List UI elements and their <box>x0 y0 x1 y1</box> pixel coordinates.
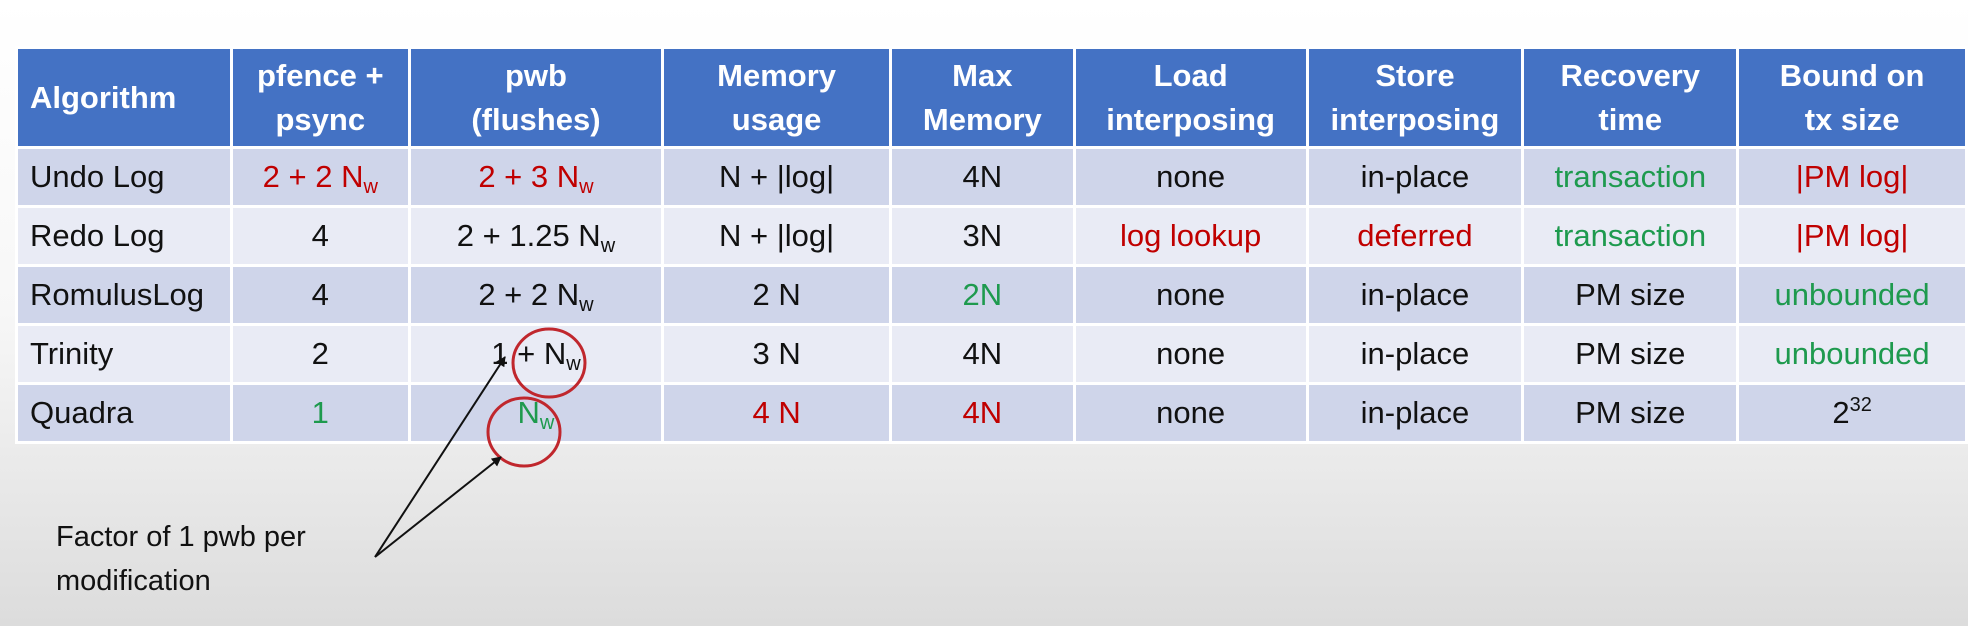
cell-load-interposing: none <box>1072 264 1309 326</box>
cell-recovery-time: transaction <box>1521 146 1740 208</box>
cell-load-interposing: none <box>1072 382 1309 444</box>
header-row: Algorithm pfence +psync pwb(flushes) Mem… <box>15 46 1968 149</box>
table-row-trinity: Trinity 2 1 + Nw 3 N 4N none in-place PM… <box>15 323 1968 385</box>
header-pwb: pwb(flushes) <box>407 46 665 149</box>
cell-pfence-psync: 1 <box>229 382 411 444</box>
cell-recovery-time: PM size <box>1521 323 1740 385</box>
cell-pwb: 2 + 3 Nw <box>407 146 665 208</box>
table-row-undo-log: Undo Log 2 + 2 Nw 2 + 3 Nw N + |log| 4N … <box>15 146 1968 208</box>
cell-memory-usage: 2 N <box>661 264 892 326</box>
cell-pfence-psync: 4 <box>229 264 411 326</box>
table-row-romuluslog: RomulusLog 4 2 + 2 Nw 2 N 2N none in-pla… <box>15 264 1968 326</box>
cell-memory-usage: N + |log| <box>661 205 892 267</box>
annotation-line-2: modification <box>56 565 211 597</box>
cell-pwb: 2 + 2 Nw <box>407 264 665 326</box>
cell-pwb: Nw <box>407 382 665 444</box>
cell-bound-on-tx-size: unbounded <box>1736 264 1968 326</box>
cell-store-interposing: deferred <box>1305 205 1525 267</box>
cell-algorithm: RomulusLog <box>15 264 233 326</box>
cell-algorithm: Trinity <box>15 323 233 385</box>
cell-recovery-time: PM size <box>1521 264 1740 326</box>
cell-load-interposing: none <box>1072 146 1309 208</box>
cell-store-interposing: in-place <box>1305 146 1525 208</box>
cell-bound-on-tx-size: unbounded <box>1736 323 1968 385</box>
cell-recovery-time: PM size <box>1521 382 1740 444</box>
cell-store-interposing: in-place <box>1305 323 1525 385</box>
cell-load-interposing: none <box>1072 323 1309 385</box>
cell-store-interposing: in-place <box>1305 264 1525 326</box>
cell-max-memory: 3N <box>888 205 1076 267</box>
cell-memory-usage: N + |log| <box>661 146 892 208</box>
arrow-to-quadra-pwb <box>374 456 502 558</box>
annotation-text: Factor of 1 pwb per modification <box>56 515 386 603</box>
comparison-table: Algorithm pfence +psync pwb(flushes) Mem… <box>15 46 1968 444</box>
annotation-line-1: Factor of 1 pwb per <box>56 521 306 553</box>
cell-bound-on-tx-size: |PM log| <box>1736 146 1968 208</box>
cell-pwb: 1 + Nw <box>407 323 665 385</box>
cell-algorithm: Quadra <box>15 382 233 444</box>
cell-max-memory: 4N <box>888 323 1076 385</box>
table-row-redo-log: Redo Log 4 2 + 1.25 Nw N + |log| 3N log … <box>15 205 1968 267</box>
cell-pfence-psync: 2 + 2 Nw <box>229 146 411 208</box>
header-algorithm: Algorithm <box>15 46 233 149</box>
table-row-quadra: Quadra 1 Nw 4 N 4N none in-place PM size… <box>15 382 1968 444</box>
cell-recovery-time: transaction <box>1521 205 1740 267</box>
cell-load-interposing: log lookup <box>1072 205 1309 267</box>
cell-pfence-psync: 2 <box>229 323 411 385</box>
cell-memory-usage: 4 N <box>661 382 892 444</box>
cell-pfence-psync: 4 <box>229 205 411 267</box>
cell-memory-usage: 3 N <box>661 323 892 385</box>
cell-algorithm: Redo Log <box>15 205 233 267</box>
cell-store-interposing: in-place <box>1305 382 1525 444</box>
cell-algorithm: Undo Log <box>15 146 233 208</box>
cell-pwb: 2 + 1.25 Nw <box>407 205 665 267</box>
cell-max-memory: 2N <box>888 264 1076 326</box>
cell-max-memory: 4N <box>888 382 1076 444</box>
cell-max-memory: 4N <box>888 146 1076 208</box>
cell-bound-on-tx-size: |PM log| <box>1736 205 1968 267</box>
cell-bound-on-tx-size: 232 <box>1736 382 1968 444</box>
header-pfence-psync: pfence +psync <box>229 46 411 149</box>
